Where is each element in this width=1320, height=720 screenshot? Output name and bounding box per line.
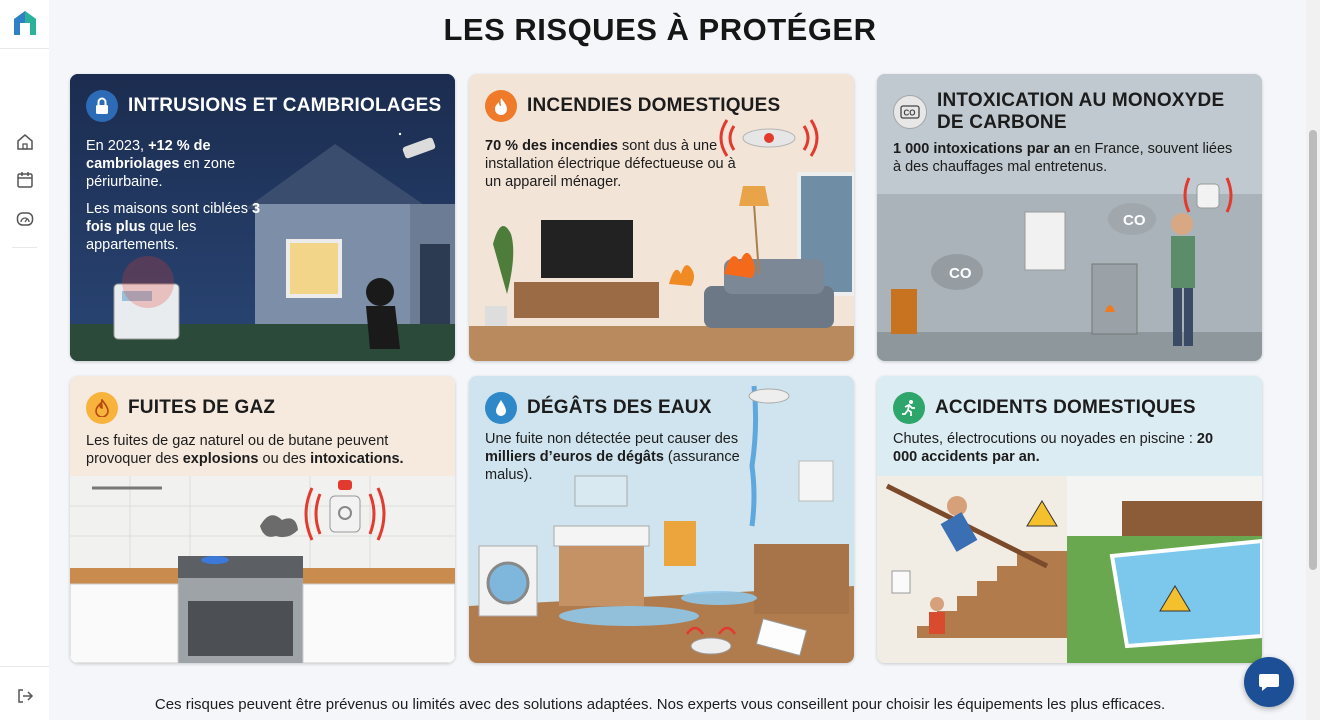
logout-button[interactable] [12, 683, 38, 709]
scene-co-label: CO [949, 265, 972, 282]
flame-icon [485, 90, 517, 122]
card-title: ACCIDENTS DOMESTIQUES [935, 397, 1196, 418]
card-text: En 2023, +12 % de cambriolages en zone p… [86, 138, 261, 253]
calendar-icon [17, 172, 33, 188]
scrollbar-thumb[interactable] [1309, 130, 1317, 570]
logout-icon [18, 689, 34, 703]
home-icon [17, 134, 33, 150]
card-text: Les fuites de gaz naturel ou de butane p… [86, 433, 404, 467]
chat-bubble-icon [1259, 674, 1279, 691]
house-logo-icon[interactable] [12, 9, 38, 37]
boiler-room-co-illustration: CO CO [877, 74, 1262, 361]
risk-card-water-damage[interactable]: DÉGÂTS DES EAUX Une fuite non détectée p… [469, 376, 854, 663]
svg-text:CO: CO [904, 109, 916, 118]
card-title: INCENDIES DOMESTIQUES [527, 95, 781, 116]
bathroom-water-leak-illustration [469, 376, 854, 663]
sidebar-item-home[interactable] [12, 129, 38, 155]
living-room-fire-illustration [469, 74, 854, 361]
sidebar [0, 0, 50, 720]
card-title: DÉGÂTS DES EAUX [527, 397, 712, 418]
card-text: 70 % des incendies sont dus à une instal… [485, 138, 736, 190]
security-camera-icon [402, 137, 436, 159]
risk-card-intrusions[interactable]: INTRUSIONS ET CAMBRIOLAGES En 2023, +12 … [70, 74, 455, 361]
risk-card-fires[interactable]: INCENDIES DOMESTIQUES 70 % des incendies… [469, 74, 854, 361]
card-text: 1 000 intoxications par an en France, so… [893, 141, 1233, 175]
vertical-scrollbar[interactable] [1306, 0, 1320, 720]
stairs-pool-accident-illustration [877, 376, 1262, 663]
sidebar-item-calendar[interactable] [12, 167, 38, 193]
co-icon: CO [893, 95, 927, 129]
sidebar-divider [0, 666, 49, 667]
main-content: LES RISQUES À PROTÉGER INTRUSIONS ET [49, 0, 1306, 720]
risk-card-gas-leaks[interactable]: FUITES DE GAZ Les fuites de gaz naturel … [70, 376, 455, 663]
footer-note: Ces risques peuvent être prévenus ou lim… [154, 696, 1166, 713]
chat-button[interactable] [1244, 657, 1294, 707]
risk-card-domestic-accidents[interactable]: ACCIDENTS DOMESTIQUES Chutes, électrocut… [877, 376, 1262, 663]
dashboard-gauge-icon [16, 212, 34, 226]
risk-card-carbon-monoxide[interactable]: CO CO CO INTOXICATION AU MONOXYDE DE CAR… [877, 74, 1262, 361]
burglary-scene-illustration [70, 74, 455, 361]
page-title: LES RISQUES À PROTÉGER [443, 12, 877, 47]
sidebar-divider [12, 247, 37, 248]
card-text: Chutes, électrocutions ou noyades en pis… [893, 431, 1214, 465]
sidebar-item-dashboard[interactable] [12, 206, 38, 232]
gas-flame-icon [86, 392, 118, 424]
card-title: INTRUSIONS ET CAMBRIOLAGES [128, 95, 442, 116]
card-title: FUITES DE GAZ [128, 397, 276, 418]
running-person-icon [893, 392, 925, 424]
scene-co-label: CO [1123, 212, 1146, 229]
water-drop-icon [485, 392, 517, 424]
kitchen-gas-illustration [70, 376, 455, 663]
lock-icon [86, 90, 118, 122]
card-title: INTOXICATION AU MONOXYDE DE CARBONE [937, 90, 1225, 133]
sidebar-divider [0, 48, 49, 49]
card-text: Une fuite non détectée peut causer des m… [485, 431, 740, 483]
